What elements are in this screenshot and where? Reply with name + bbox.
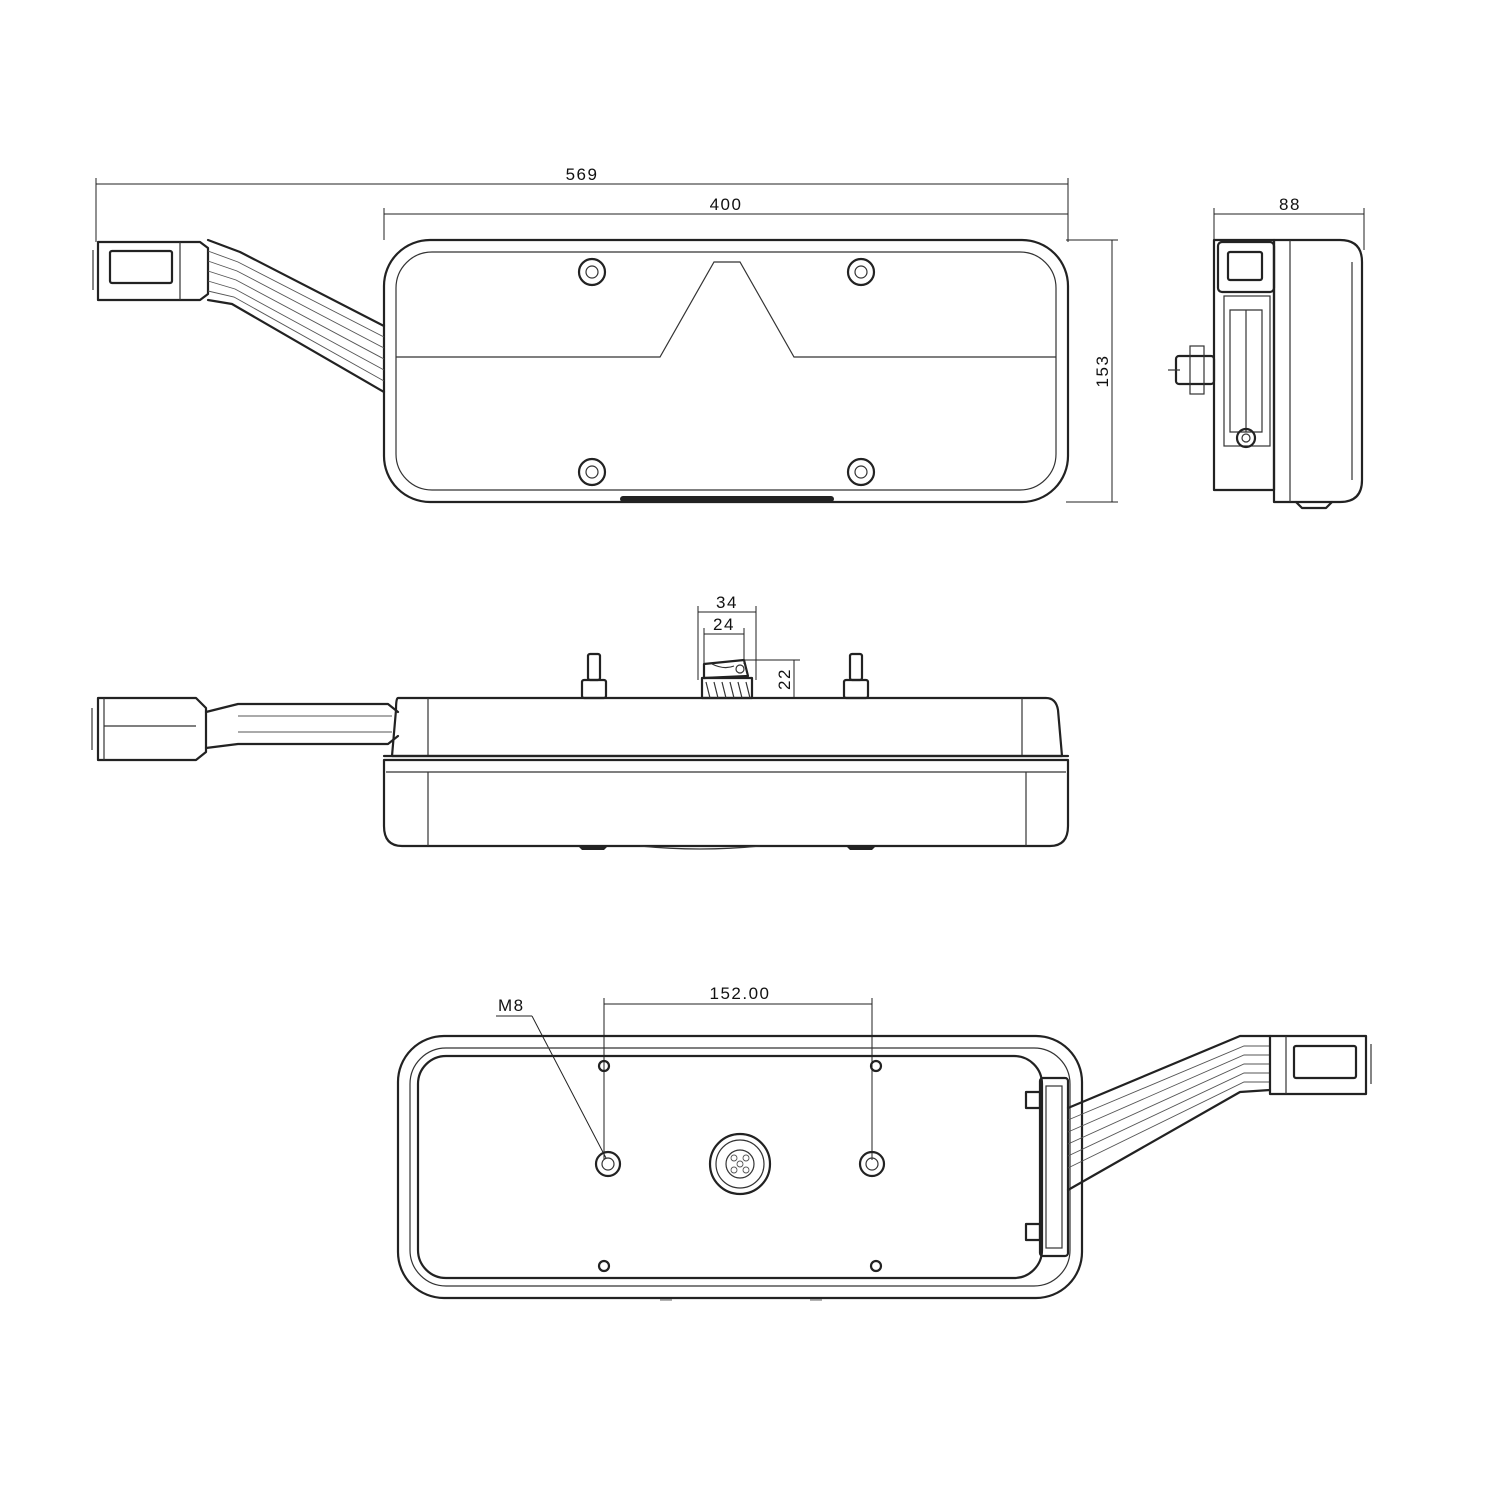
side-view: 88	[1168, 195, 1365, 510]
callout-stud-thread: M8	[496, 996, 607, 1159]
label-connector-outer: 34	[716, 593, 738, 612]
label-stud-thread: M8	[498, 996, 525, 1015]
dim-height: 153	[1066, 239, 1118, 503]
rear-stud-icon	[594, 1150, 622, 1178]
stud-left	[580, 652, 608, 700]
dim-connector-inner: 24	[703, 615, 745, 664]
rear-cable-bracket	[1024, 1076, 1070, 1258]
screw-head-icon	[846, 457, 876, 487]
rear-hole-icon	[869, 1059, 883, 1073]
dim-overall-length: 569	[95, 165, 1069, 242]
side-foot	[1294, 500, 1334, 510]
rear-connector-icon	[708, 1132, 772, 1196]
side-marker-side	[1216, 240, 1276, 294]
dim-stud-spacing: 152.00	[603, 984, 873, 1160]
rear-stud-icon	[858, 1150, 886, 1178]
side-mount-plate	[1212, 238, 1276, 492]
dim-lamp-length: 400	[383, 195, 1068, 240]
screw-head-icon	[846, 257, 876, 287]
label-overall-length: 569	[566, 165, 599, 184]
lens-split-triangle	[396, 261, 1056, 358]
screw-head-icon	[1235, 427, 1257, 449]
ribbon-cable-top	[204, 702, 400, 750]
top-lens-body	[382, 758, 1070, 848]
side-housing	[1272, 238, 1364, 504]
rear-hole-icon	[597, 1059, 611, 1073]
plate-light	[620, 496, 834, 502]
screw-head-icon	[577, 457, 607, 487]
rear-hole-icon	[869, 1259, 883, 1273]
side-connector	[1168, 345, 1216, 395]
lamp-housing	[382, 238, 1070, 504]
rear-back-plate	[416, 1054, 1044, 1280]
rear-view: 152.00 M8	[396, 984, 1372, 1301]
ribbon-cable-rear	[1066, 1034, 1272, 1192]
label-depth: 88	[1279, 195, 1301, 214]
screw-head-icon	[577, 257, 607, 287]
dim-connector-outer: 34	[697, 593, 757, 680]
label-stud-spacing: 152.00	[710, 984, 771, 1003]
top-back-body	[390, 696, 1064, 758]
side-marker-rear	[1268, 1034, 1372, 1096]
front-view: 569 400 153	[92, 165, 1118, 504]
lens-border	[395, 251, 1057, 491]
top-view: 34 24 22	[91, 593, 1070, 850]
rear-housing	[396, 1034, 1084, 1300]
stud-right	[842, 652, 870, 700]
ribbon-cable-front	[206, 238, 386, 394]
label-connector-height: 22	[775, 668, 794, 690]
label-lamp-length: 400	[710, 195, 743, 214]
side-marker-front	[92, 240, 210, 302]
screw-heads	[577, 257, 876, 487]
label-height: 153	[1093, 355, 1112, 388]
dim-depth: 88	[1213, 195, 1365, 250]
rear-hole-icon	[597, 1259, 611, 1273]
label-connector-inner: 24	[713, 615, 735, 634]
side-marker-top	[91, 696, 208, 762]
top-connector	[700, 658, 754, 700]
